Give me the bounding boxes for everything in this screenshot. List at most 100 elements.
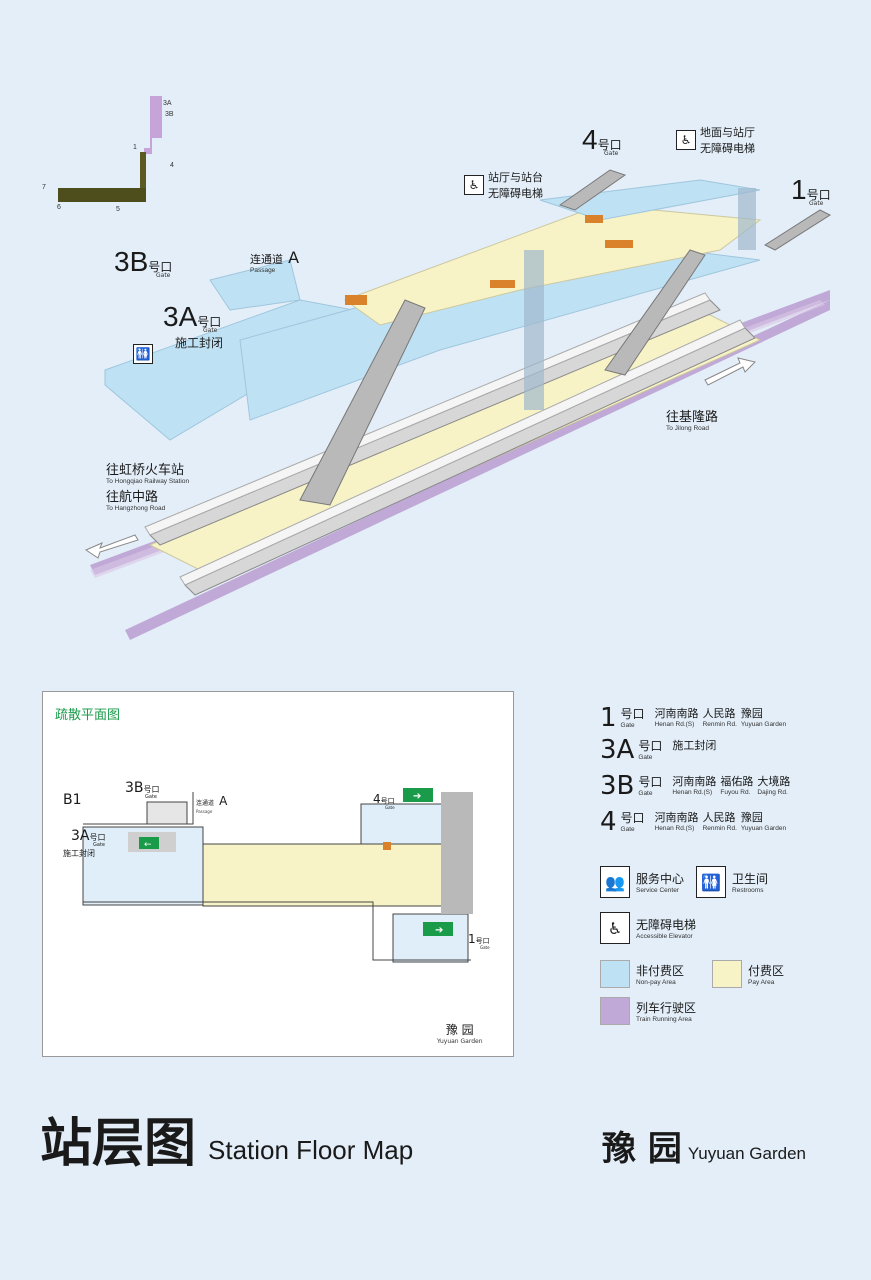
legend-nonpay-en: Non-pay Area bbox=[636, 979, 676, 986]
plan-place-cn: 豫 园 bbox=[445, 1023, 474, 1037]
legend-train-cn: 列车行驶区 bbox=[636, 1001, 697, 1015]
plan-gate-4-en: Gate bbox=[385, 805, 395, 810]
plan-drawing: ➔ ➔ ← bbox=[82, 788, 473, 963]
map-gate-3b: 3B号口 Gate bbox=[114, 246, 172, 280]
gate-4-cn: 号口 bbox=[597, 138, 622, 152]
plan-passage-letter: A bbox=[219, 794, 228, 808]
evacuation-plan: 疏散平面图 B1 ➔ ➔ ← 3B号口 Gate 3A号口 Gate 施工封闭 … bbox=[42, 691, 514, 1057]
legend-road-cn: 人民路 bbox=[702, 707, 736, 720]
svg-text:←: ← bbox=[144, 840, 152, 850]
legend-restroom-cn: 卫生间 bbox=[732, 872, 769, 886]
elev-ground-line1: 地面与站厅 bbox=[700, 126, 755, 139]
legend-road-cn: 施工封闭 bbox=[672, 739, 717, 752]
legend-elevator-cn: 无障碍电梯 bbox=[636, 918, 697, 932]
map-gate-1: 1号口 Gate bbox=[791, 176, 831, 208]
legend-road-cn: 河南南路 bbox=[654, 707, 699, 720]
plan-gate-1: 1号口 Gate bbox=[468, 928, 490, 950]
legend-gate-number: 4 bbox=[600, 807, 617, 837]
train-lower bbox=[179, 319, 756, 596]
gate-3a-cn: 号口 bbox=[197, 315, 222, 329]
plan-gate-3b: 3B号口 Gate bbox=[125, 777, 160, 800]
gate-3a-en: Gate bbox=[203, 327, 218, 334]
exit-sign-gate4 bbox=[403, 788, 433, 802]
station-3d-illustration bbox=[84, 169, 832, 640]
elev-label-5: 5 bbox=[116, 206, 120, 213]
legend-road-en: Renmin Rd. bbox=[702, 721, 737, 728]
legend-road-cn: 大境路 bbox=[757, 775, 791, 788]
arrow-jilong bbox=[704, 357, 756, 386]
elev-label-4: 4 bbox=[170, 162, 174, 169]
dir-hongqiao: 往虹桥火车站 To Hongqiao Railway Station bbox=[106, 459, 189, 485]
legend-road-en: Renmin Rd. bbox=[702, 825, 737, 832]
elev-ground-line2: 无障碍电梯 bbox=[700, 142, 755, 155]
plan-gate-3b-cn: 号口 bbox=[143, 785, 160, 794]
elevator-shaft-platform bbox=[524, 250, 544, 410]
elev-label-7: 7 bbox=[42, 184, 46, 191]
plan-place-en: Yuyuan Garden bbox=[437, 1038, 483, 1045]
dir-hongqiao-en: To Hongqiao Railway Station bbox=[106, 478, 190, 485]
gate-1-cn: 号口 bbox=[806, 188, 831, 202]
legend-road-en: Yuyuan Garden bbox=[740, 825, 787, 832]
legend-nonpay-cn: 非付费区 bbox=[636, 964, 685, 978]
plan-passage-en: Passage bbox=[196, 809, 213, 814]
footer-station-en: Yuyuan Garden bbox=[687, 1144, 806, 1163]
line-elevation-diagram bbox=[58, 96, 162, 202]
plan-level: B1 bbox=[63, 792, 82, 808]
legend-gate-cn: 号口 bbox=[638, 739, 663, 753]
elev-label-6: 6 bbox=[57, 204, 61, 211]
passage-letter: A bbox=[288, 248, 300, 267]
legend-gate-en: Gate bbox=[620, 826, 635, 833]
train-upper bbox=[144, 292, 721, 546]
legend-road-en: Henan Rd.(S) bbox=[654, 825, 695, 832]
legend-road-en: Henan Rd.(S) bbox=[672, 789, 713, 796]
plan-gate-1-cn: 号口 bbox=[475, 937, 490, 945]
legend-gate-en: Gate bbox=[620, 722, 635, 729]
legend-road-cn: 豫园 bbox=[740, 707, 763, 720]
legend-restroom-en: Restrooms bbox=[732, 887, 764, 894]
plan-title: 疏散平面图 bbox=[55, 708, 121, 723]
footer-station-cn: 豫 园 bbox=[602, 1129, 682, 1169]
pay-swatch bbox=[712, 960, 743, 988]
legend-gate-cn: 号口 bbox=[620, 707, 645, 721]
service-center-icon: 👥 bbox=[600, 866, 630, 898]
legend-road-en: Henan Rd.(S) bbox=[654, 721, 695, 728]
legend-gate-number: 1 bbox=[600, 703, 617, 733]
elevator-shaft-ground bbox=[738, 188, 756, 250]
dir-hangzhong-en: To Hangzhong Road bbox=[106, 505, 166, 512]
legend-road-cn: 福佑路 bbox=[720, 775, 754, 788]
legend-train-en: Train Running Area bbox=[636, 1016, 692, 1023]
dir-hangzhong-cn: 往航中路 bbox=[106, 490, 159, 505]
arrow-hongqiao bbox=[84, 534, 139, 559]
plan-gate-3a-num: 3A bbox=[71, 828, 90, 844]
dir-jilong-cn: 往基隆路 bbox=[666, 410, 719, 425]
exit-sign-gate3a bbox=[139, 837, 159, 849]
svg-text:➔: ➔ bbox=[435, 925, 443, 936]
legend-road-cn: 人民路 bbox=[702, 811, 736, 824]
train-swatch bbox=[600, 997, 630, 1025]
legend-service-en: Service Center bbox=[636, 887, 679, 894]
plan-gate-4-num: 4 bbox=[373, 792, 381, 806]
plan-gate-3a-en: Gate bbox=[93, 842, 105, 848]
plan-gate-3b-num: 3B bbox=[125, 780, 144, 796]
dir-jilong: 往基隆路 To Jilong Road bbox=[666, 406, 718, 432]
legend-service-cn: 服务中心 bbox=[636, 872, 685, 886]
map-elevator-ground-label: ♿ 地面与站厅 无障碍电梯 bbox=[676, 124, 755, 156]
nonpay-swatch bbox=[600, 960, 630, 988]
footer-title: 站层图 Station Floor Map bbox=[40, 1118, 413, 1170]
escalator-left bbox=[299, 299, 426, 506]
gate-3b-number: 3B bbox=[114, 246, 149, 277]
map-restroom-icon: 🚻 bbox=[133, 343, 153, 364]
plan-gate-3a-cn: 号口 bbox=[89, 833, 106, 842]
legend-gate-number: 3B bbox=[600, 771, 635, 801]
restroom-icon: 🚻 bbox=[696, 866, 727, 898]
map-elevator-platform-label: ♿ 站厅与站台 无障碍电梯 bbox=[464, 169, 543, 201]
plan-gate-1-en: Gate bbox=[480, 945, 490, 950]
